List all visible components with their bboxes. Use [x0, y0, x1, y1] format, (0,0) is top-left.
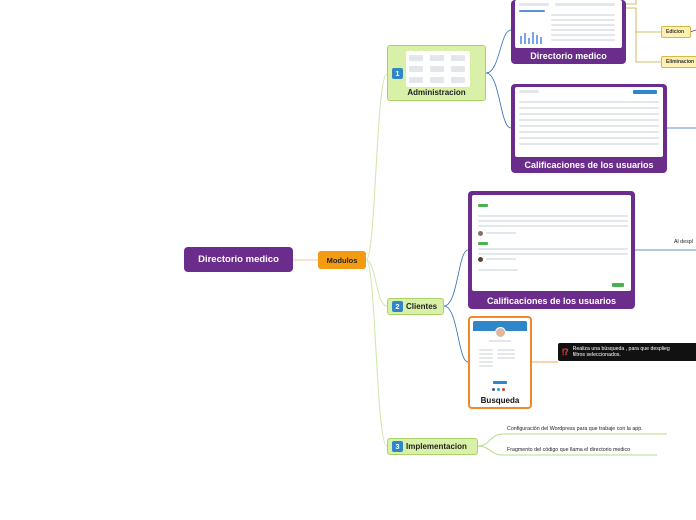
clientes-number-badge: 2 [392, 301, 403, 312]
calificaciones-admin-screenshot [515, 87, 663, 157]
connector-admin-directorio [485, 29, 512, 74]
busqueda-image-node[interactable]: Busqueda [468, 316, 532, 409]
modulos-label: Modulos [326, 255, 358, 265]
connector-clientes-busq [443, 305, 469, 363]
impl-number-badge: 3 [392, 441, 403, 452]
connector-clientes-calif [443, 249, 469, 307]
admin-node[interactable]: 1 Administracion [387, 45, 486, 101]
connector-edicion-arrow [689, 29, 696, 33]
root-node[interactable]: Directorio medico [184, 247, 293, 272]
directorio-caption: Directorio medico [530, 51, 607, 61]
impl-item-codigo-text: Fragmento del código que llama el direct… [507, 447, 631, 453]
question-exclamation-icon: ⁉ [562, 346, 569, 357]
connector-modulos-admin [365, 73, 388, 261]
impl-node[interactable]: 3 Implementacion [387, 438, 478, 455]
clientes-node[interactable]: 2 Clientes [387, 298, 444, 315]
connector-impl-item1 [477, 433, 667, 447]
mini-bar-chart [520, 32, 542, 44]
busqueda-note-line2: filtros seleccionados. [572, 352, 621, 358]
calificaciones-clientes-caption: Calificaciones de los usuarios [486, 296, 617, 306]
connector-impl-item2 [477, 445, 657, 456]
impl-item-codigo: Fragmento del código que llama el direct… [507, 447, 667, 455]
calificaciones-admin-image-node[interactable]: Calificaciones de los usuarios [511, 84, 667, 173]
connector-directorio-top [626, 0, 637, 5]
calificaciones-note: Al despl [674, 239, 696, 248]
connector-modulos-clientes [365, 259, 388, 307]
admin-thumbnail [406, 51, 470, 87]
calificaciones-clientes-image-node[interactable]: Calificaciones de los usuarios [468, 191, 635, 309]
impl-label: Implementacion [406, 442, 467, 451]
admin-number-badge: 1 [392, 68, 403, 79]
directorio-screenshot [515, 0, 622, 48]
impl-item-wordpress-text: Configuración del Wordpress para que tra… [507, 426, 643, 432]
busqueda-screenshot [473, 321, 527, 397]
impl-item-wordpress: Configuración del Wordpress para que tra… [507, 426, 672, 434]
busqueda-note-line1: Realiza una búsqueda , para que desplieg [572, 345, 670, 352]
clientes-label: Clientes [406, 302, 438, 311]
connector-admin-calificaciones [485, 72, 512, 129]
busqueda-caption: Busqueda [480, 396, 520, 405]
edicion-tag[interactable]: Edicion [661, 26, 691, 38]
connector-directorio-tags [626, 7, 661, 63]
calificaciones-admin-caption: Calificaciones de los usuarios [524, 160, 654, 170]
calificaciones-note-text: Al despl [674, 239, 693, 245]
calificaciones-clientes-screenshot [472, 195, 631, 291]
directorio-image-node[interactable]: Directorio medico [511, 0, 626, 64]
busqueda-note: ⁉ Realiza una búsqueda , para que despli… [558, 343, 696, 361]
edicion-label: Edicion [666, 29, 685, 35]
eliminacion-tag[interactable]: Eliminacion [661, 56, 696, 68]
connector-modulos-impl [365, 259, 388, 447]
root-label: Directorio medico [198, 254, 279, 265]
eliminacion-label: Eliminacion [666, 59, 695, 65]
admin-label: Administracion [407, 88, 466, 97]
modulos-node[interactable]: Modulos [318, 251, 366, 269]
